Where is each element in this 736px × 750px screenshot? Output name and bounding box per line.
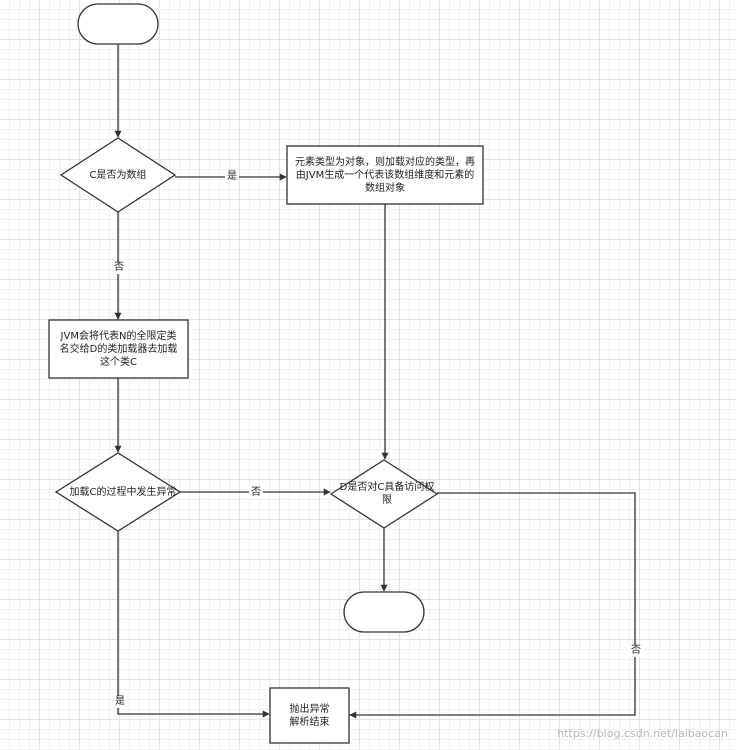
jvm-load-process[interactable] [48,319,189,379]
array-element-process[interactable] [286,145,484,205]
edge-label-exception-no: 否 [249,487,263,499]
edge-access-no [349,492,636,719]
is-array-text: C是否为数组 [89,169,147,181]
edge-label-exception-yes: 是 [113,696,127,708]
access-check-text: D是否对C具备访问权限 [339,482,435,506]
watermark: https://blog.csdn.net/laibaocan [557,727,728,740]
end-text [344,592,424,632]
throw-exception-process[interactable] [269,687,350,744]
edge-label-access-no: 否 [629,645,643,657]
end-terminator[interactable] [343,591,425,633]
start-text [78,4,158,44]
load-exception-text: 加载C的过程中发生异常 [69,486,177,498]
edge-label-is-array-no: 否 [112,262,126,274]
throw-exception-text: 抛出异常解析结束 [289,703,330,728]
edge-label-is-array-yes: 是 [225,171,239,183]
jvm-load-text: JVM会将代表N的全限定类名交给D的类加载器去加载这个类C [59,330,178,368]
edge-exception-yes [117,531,270,718]
array-element-text: 元素类型为对象，则加载对应的类型，再由JVM生成一个代表该数组维度和元素的数组对… [295,156,475,194]
